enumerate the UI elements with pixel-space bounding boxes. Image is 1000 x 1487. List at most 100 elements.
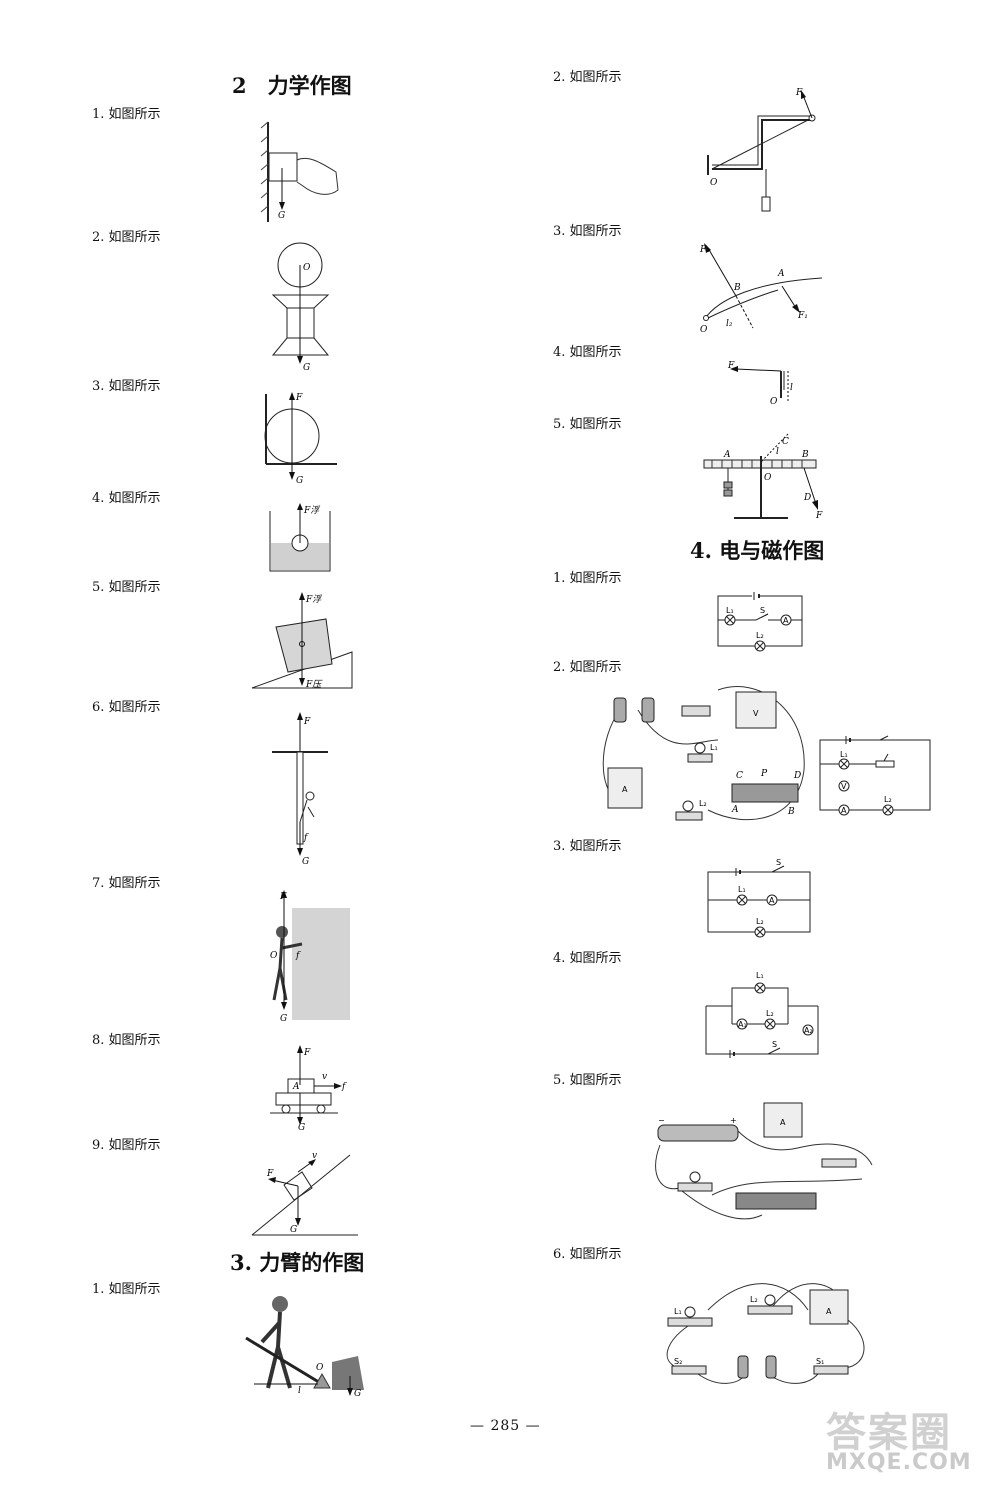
answer-item: 6. 如图所示 — [92, 700, 161, 715]
answer-item: 2. 如图所示 — [553, 70, 622, 85]
answer-item: 3. 如图所示 — [553, 839, 622, 854]
svg-text:l: l — [776, 447, 779, 457]
svg-text:C: C — [782, 437, 789, 447]
svg-text:A: A — [622, 785, 628, 794]
figure-curved-lever: O B A F₂ F₁ l₂ — [698, 238, 828, 335]
svg-text:L₁: L₁ — [674, 1307, 682, 1316]
svg-text:O: O — [316, 1363, 324, 1373]
svg-text:L₂: L₂ — [699, 799, 707, 808]
figure-bracket-lever: F l O — [726, 360, 806, 408]
figure-circuit-4: L₁ A₁ L₂ A₂ S — [702, 968, 822, 1058]
svg-text:S: S — [772, 1040, 777, 1049]
svg-text:S: S — [776, 858, 781, 867]
label-g: G — [278, 211, 285, 221]
figure-ball-on-stand: O G — [268, 240, 338, 375]
svg-text:l₂: l₂ — [726, 319, 733, 329]
svg-text:A₂: A₂ — [804, 1026, 813, 1035]
svg-text:L₂: L₂ — [756, 631, 764, 640]
figure-beaker-on-incline: F浮 F压 — [250, 592, 355, 692]
svg-text:O: O — [770, 397, 778, 407]
svg-text:S₁: S₁ — [816, 1357, 824, 1366]
figure-physical-circuit-2: V L₁ A L₂ C P D A B — [598, 680, 818, 832]
svg-text:G: G — [302, 857, 309, 867]
svg-text:P: P — [760, 769, 768, 779]
svg-text:L₂: L₂ — [766, 1009, 774, 1018]
answer-item: 4. 如图所示 — [553, 345, 622, 360]
figure-physical-circuit-6: L₁ L₂ A S₂ S₁ — [658, 1270, 873, 1390]
answer-item: 8. 如图所示 — [92, 1033, 161, 1048]
answer-item: 1. 如图所示 — [553, 571, 622, 586]
svg-text:G: G — [280, 1014, 287, 1024]
svg-text:O: O — [303, 263, 311, 273]
svg-text:L₁: L₁ — [840, 750, 848, 759]
svg-text:A: A — [769, 896, 775, 905]
figure-schematic-circuit-2: L₁ V A L₂ — [818, 735, 933, 816]
answer-item: 2. 如图所示 — [92, 230, 161, 245]
figure-man-with-crowbar: O l G — [240, 1292, 365, 1402]
svg-text:L₂: L₂ — [756, 917, 764, 926]
svg-text:O: O — [700, 325, 708, 335]
page-number: — 285 — — [470, 1418, 541, 1434]
svg-text:G: G — [296, 476, 303, 486]
svg-text:F₁: F₁ — [797, 311, 808, 321]
svg-text:A: A — [783, 616, 789, 625]
figure-girl-pushing-wall: F O f G — [262, 888, 352, 1024]
answer-item: 3. 如图所示 — [553, 224, 622, 239]
svg-text:L₂: L₂ — [750, 1295, 758, 1304]
svg-text:F: F — [303, 717, 311, 727]
svg-text:F: F — [266, 1169, 274, 1179]
svg-text:G: G — [303, 363, 310, 373]
svg-text:f: f — [295, 951, 301, 961]
figure-balance-bar: A O B C l D F — [696, 432, 826, 522]
svg-text:A: A — [723, 450, 731, 460]
svg-text:D: D — [793, 771, 801, 781]
svg-text:F浮: F浮 — [303, 505, 321, 516]
svg-text:f: f — [303, 833, 309, 843]
section-title-mechanics: 2 力学作图 — [232, 73, 352, 98]
figure-floating-ball: F浮 — [268, 503, 333, 575]
figure-block-on-cart: F A f v G — [268, 1045, 363, 1133]
svg-text:L₁: L₁ — [710, 743, 718, 752]
svg-text:v: v — [312, 1151, 317, 1161]
svg-text:O: O — [270, 951, 278, 961]
svg-text:G: G — [354, 1389, 361, 1399]
answer-item: 9. 如图所示 — [92, 1138, 161, 1153]
svg-text:F₂: F₂ — [699, 245, 710, 255]
svg-text:G: G — [290, 1225, 297, 1235]
answer-item: 3. 如图所示 — [92, 379, 161, 394]
svg-text:G: G — [298, 1123, 305, 1133]
svg-text:O: O — [710, 178, 718, 188]
svg-text:F: F — [795, 88, 803, 98]
svg-text:f: f — [341, 1082, 347, 1092]
answer-item: 7. 如图所示 — [92, 876, 161, 891]
answer-item: 1. 如图所示 — [92, 1282, 161, 1297]
svg-text:L₁: L₁ — [756, 971, 764, 980]
svg-text:B: B — [787, 807, 795, 817]
section-title-lever-arm: 3. 力臂的作图 — [230, 1250, 365, 1275]
svg-text:O: O — [764, 473, 772, 483]
answer-item: 6. 如图所示 — [553, 1247, 622, 1262]
figure-bent-lever: F O — [700, 85, 825, 215]
figure-circuit-3: S L₁ A L₂ — [706, 858, 814, 938]
svg-text:v: v — [322, 1072, 327, 1082]
watermark-logo: 答案圈 — [826, 1410, 952, 1456]
svg-text:F: F — [815, 511, 823, 521]
figure-block-on-slope: F v G — [250, 1150, 360, 1240]
section-title-electricity-magnetism: 4. 电与磁作图 — [690, 538, 825, 563]
svg-text:F浮: F浮 — [305, 594, 323, 605]
figure-block-on-wall: G — [258, 120, 348, 230]
svg-text:F: F — [727, 361, 735, 371]
answer-item: 5. 如图所示 — [92, 580, 161, 595]
svg-text:A: A — [826, 1307, 832, 1316]
svg-text:C: C — [736, 771, 743, 781]
svg-text:L₁: L₁ — [726, 606, 734, 615]
svg-text:V: V — [841, 782, 847, 791]
figure-ball-in-corner: F G — [262, 390, 342, 486]
answer-item: 4. 如图所示 — [92, 491, 161, 506]
answer-item: 5. 如图所示 — [553, 1073, 622, 1088]
svg-text:B: B — [801, 450, 809, 460]
svg-text:A₁: A₁ — [738, 1020, 747, 1029]
svg-text:V: V — [753, 709, 759, 718]
svg-text:S₂: S₂ — [674, 1357, 682, 1366]
watermark-site: MXQE.COM — [826, 1450, 972, 1475]
